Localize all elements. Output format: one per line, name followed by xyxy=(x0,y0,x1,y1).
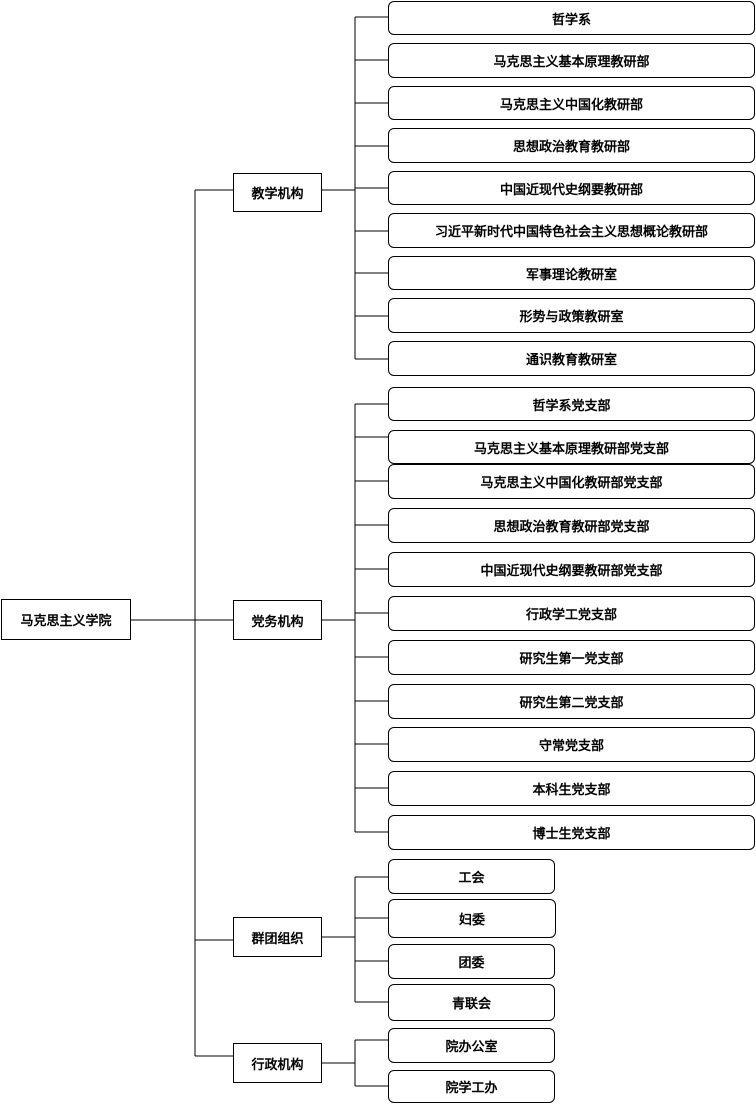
leaf-node: 研究生第一党支部 xyxy=(388,640,755,675)
leaf-node: 思想政治教育教研部党支部 xyxy=(388,508,755,543)
leaf-node: 哲学系党支部 xyxy=(388,387,755,421)
leaf-node: 中国近现代史纲要教研部党支部 xyxy=(388,552,755,587)
branch-node-party: 党务机构 xyxy=(233,600,322,640)
leaf-node: 院办公室 xyxy=(388,1028,555,1063)
branch-node-admin: 行政机构 xyxy=(233,1043,322,1083)
leaf-node: 本科生党支部 xyxy=(388,771,755,806)
leaf-node: 妇委 xyxy=(388,899,556,938)
leaf-node: 马克思主义中国化教研部 xyxy=(388,86,755,120)
leaf-node: 军事理论教研室 xyxy=(388,256,755,290)
leaf-node: 通识教育教研室 xyxy=(388,341,755,376)
leaf-node: 博士生党支部 xyxy=(388,815,755,850)
leaf-node: 青联会 xyxy=(388,984,555,1021)
leaf-node: 马克思主义基本原理教研部党支部 xyxy=(388,430,755,464)
leaf-node: 思想政治教育教研部 xyxy=(388,128,755,163)
leaf-node: 中国近现代史纲要教研部 xyxy=(388,171,755,205)
root-node: 马克思主义学院 xyxy=(1,599,131,640)
leaf-node: 守常党支部 xyxy=(388,727,755,762)
branch-node-mass: 群团组织 xyxy=(233,917,322,957)
branch-node-teaching: 教学机构 xyxy=(233,173,322,212)
leaf-node: 院学工办 xyxy=(388,1070,555,1103)
leaf-node: 哲学系 xyxy=(388,1,755,35)
leaf-node: 马克思主义基本原理教研部 xyxy=(388,43,755,78)
leaf-node: 马克思主义中国化教研部党支部 xyxy=(388,464,755,499)
leaf-node: 工会 xyxy=(388,859,555,894)
leaf-node: 习近平新时代中国特色社会主义思想概论教研部 xyxy=(388,213,755,248)
leaf-node: 研究生第二党支部 xyxy=(388,684,755,719)
leaf-node: 团委 xyxy=(388,944,555,979)
leaf-node: 行政学工党支部 xyxy=(388,596,755,631)
leaf-node: 形势与政策教研室 xyxy=(388,298,755,333)
